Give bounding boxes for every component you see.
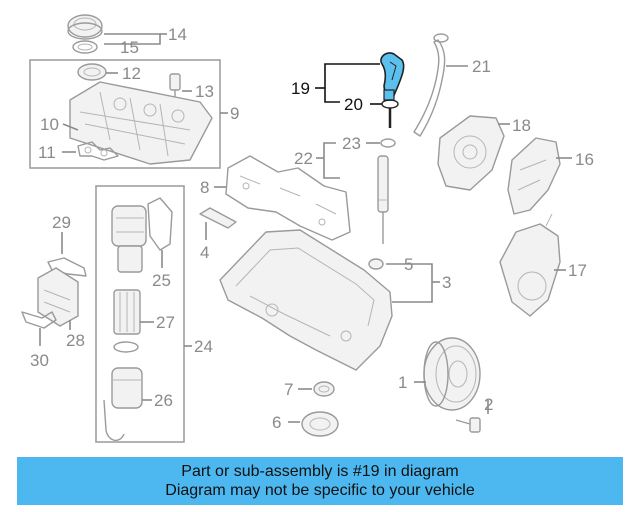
cover-18[interactable] bbox=[437, 115, 505, 191]
callout-7[interactable]: 7 bbox=[284, 380, 293, 399]
oil-filter-27[interactable] bbox=[113, 289, 141, 335]
o-ring-filter[interactable] bbox=[113, 341, 139, 353]
callout-25[interactable]: 25 bbox=[152, 271, 171, 290]
callout-19[interactable]: 19 bbox=[291, 79, 310, 98]
callout-1[interactable]: 1 bbox=[398, 373, 407, 392]
callout-17[interactable]: 17 bbox=[568, 261, 587, 280]
callout-15[interactable]: 15 bbox=[120, 38, 139, 57]
gasket-11[interactable] bbox=[77, 141, 119, 161]
callout-24[interactable]: 24 bbox=[194, 337, 213, 356]
callout-28[interactable]: 28 bbox=[66, 331, 85, 350]
callout-4[interactable]: 4 bbox=[200, 243, 209, 262]
callout-20[interactable]: 20 bbox=[344, 95, 363, 114]
group-box-24 bbox=[95, 185, 185, 443]
bracket-22-23 bbox=[323, 142, 340, 179]
callout-2[interactable]: 2 bbox=[484, 395, 493, 414]
cap-seal[interactable] bbox=[72, 40, 98, 54]
callout-23[interactable]: 23 bbox=[342, 134, 361, 153]
callout-11[interactable]: 11 bbox=[38, 143, 56, 162]
bracket-14-15 bbox=[104, 33, 161, 45]
dipstick-o-ring[interactable] bbox=[381, 99, 399, 109]
callout-14[interactable]: 14 bbox=[168, 25, 187, 44]
bracket-30[interactable] bbox=[21, 311, 57, 329]
callout-3[interactable]: 3 bbox=[442, 273, 451, 292]
callout-22[interactable]: 22 bbox=[294, 149, 313, 168]
callout-12[interactable]: 12 bbox=[122, 64, 141, 83]
callout-26[interactable]: 26 bbox=[154, 391, 173, 410]
callout-29[interactable]: 29 bbox=[52, 213, 71, 232]
timing-cover-16[interactable] bbox=[507, 137, 561, 215]
group-box-9 bbox=[29, 59, 221, 169]
seal-23[interactable] bbox=[380, 138, 396, 148]
strainer-4[interactable] bbox=[199, 207, 237, 229]
oil-pan[interactable] bbox=[219, 229, 393, 371]
valve-cover[interactable] bbox=[69, 81, 213, 165]
cover-17[interactable] bbox=[499, 213, 561, 317]
dipstick-handle[interactable] bbox=[380, 52, 405, 101]
info-banner: Part or sub-assembly is #19 in diagram D… bbox=[17, 457, 623, 505]
callout-9[interactable]: 9 bbox=[230, 104, 239, 123]
callout-5[interactable]: 5 bbox=[404, 255, 413, 274]
banner-line-2: Diagram may not be specific to your vehi… bbox=[165, 482, 475, 499]
callout-21[interactable]: 21 bbox=[472, 57, 491, 76]
callout-6[interactable]: 6 bbox=[272, 413, 281, 432]
callout-18[interactable]: 18 bbox=[512, 116, 531, 135]
bolt-2[interactable] bbox=[455, 417, 481, 433]
parts-diagram: 14 15 9 12 13 10 11 bbox=[21, 14, 594, 443]
banner-line-1: Part or sub-assembly is #19 in diagram bbox=[181, 463, 459, 480]
bracket-19-20 bbox=[324, 63, 380, 103]
bracket-3-5 bbox=[386, 263, 433, 303]
callout-8[interactable]: 8 bbox=[200, 178, 209, 197]
seal-12[interactable] bbox=[77, 63, 107, 81]
pulley-1[interactable] bbox=[423, 337, 481, 411]
callout-30[interactable]: 30 bbox=[30, 351, 49, 370]
filter-cap-26[interactable] bbox=[103, 367, 143, 441]
seal-7[interactable] bbox=[313, 381, 335, 397]
guide-tube[interactable] bbox=[377, 155, 389, 244]
baffle-8[interactable] bbox=[225, 155, 351, 241]
cooler-28[interactable] bbox=[37, 267, 79, 327]
callout-13[interactable]: 13 bbox=[195, 82, 214, 101]
filter-housing[interactable] bbox=[111, 205, 147, 273]
oil-filler-cap[interactable] bbox=[67, 14, 103, 40]
seal-6[interactable] bbox=[301, 411, 339, 437]
drain-plug-5[interactable] bbox=[368, 258, 384, 270]
callout-27[interactable]: 27 bbox=[156, 313, 175, 332]
callout-10[interactable]: 10 bbox=[40, 115, 59, 134]
callout-16[interactable]: 16 bbox=[575, 150, 594, 169]
dipstick-tube[interactable] bbox=[413, 33, 449, 137]
bracket-25[interactable] bbox=[147, 197, 173, 251]
